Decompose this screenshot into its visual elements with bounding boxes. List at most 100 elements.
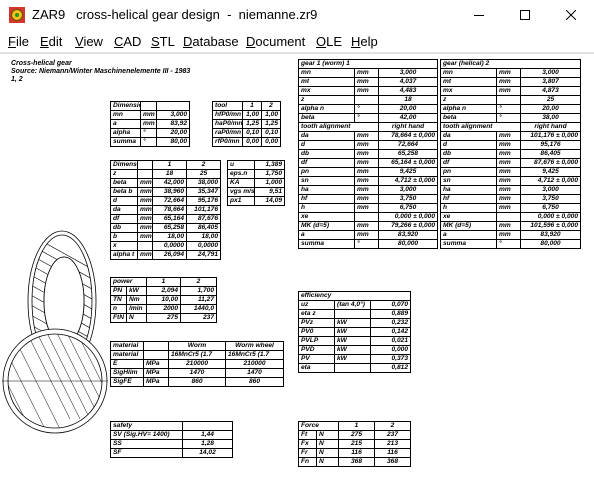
menu-document[interactable]: Document: [246, 34, 306, 49]
table-row: safety: [110, 421, 233, 431]
table-row: beta°42,00: [298, 113, 439, 123]
menu-view[interactable]: View: [75, 34, 103, 49]
minimize-button[interactable]: [456, 0, 502, 30]
close-icon: [566, 10, 576, 20]
menu-file[interactable]: File: [8, 34, 29, 49]
menu-bar: File Edit View CAD STL Database Document…: [0, 30, 594, 53]
menu-database[interactable]: Database: [183, 34, 239, 49]
title-bar: ZAR9 cross-helical gear design - niemann…: [0, 0, 594, 30]
doc-source: Source: Niemann/Winter Maschinenelemente…: [11, 68, 191, 75]
maximize-icon: [520, 10, 530, 20]
menu-edit[interactable]: Edit: [40, 34, 63, 49]
table-row: gear 1 (worm) 1: [297, 59, 439, 69]
menu-cad[interactable]: CAD: [114, 34, 142, 49]
close-button[interactable]: [548, 0, 594, 30]
document-canvas: Cross-helical gear Source: Niemann/Winte…: [0, 53, 594, 482]
table-row: uz(tan 4,0°)0,070: [298, 300, 412, 310]
menu-stl[interactable]: STL: [151, 34, 175, 49]
worm-cross-section: [2, 328, 108, 434]
gear-drawing: [2, 230, 108, 434]
table-row: alpha n°20,00: [440, 104, 581, 114]
table-row: gear (helical) 2: [440, 59, 581, 69]
menu-help[interactable]: Help: [351, 34, 378, 49]
doc-subtitle: 1, 2: [11, 76, 23, 83]
window-title: ZAR9 cross-helical gear design - niemann…: [32, 7, 318, 22]
table-row: SV (Sig.HV= 1400)1,44: [110, 430, 233, 440]
table-row: alpha n°20,00: [298, 104, 439, 114]
menu-ole[interactable]: OLE: [316, 34, 343, 49]
doc-title: Cross-helical gear: [11, 60, 72, 67]
minimize-icon: [474, 15, 484, 16]
maximize-button[interactable]: [502, 0, 548, 30]
